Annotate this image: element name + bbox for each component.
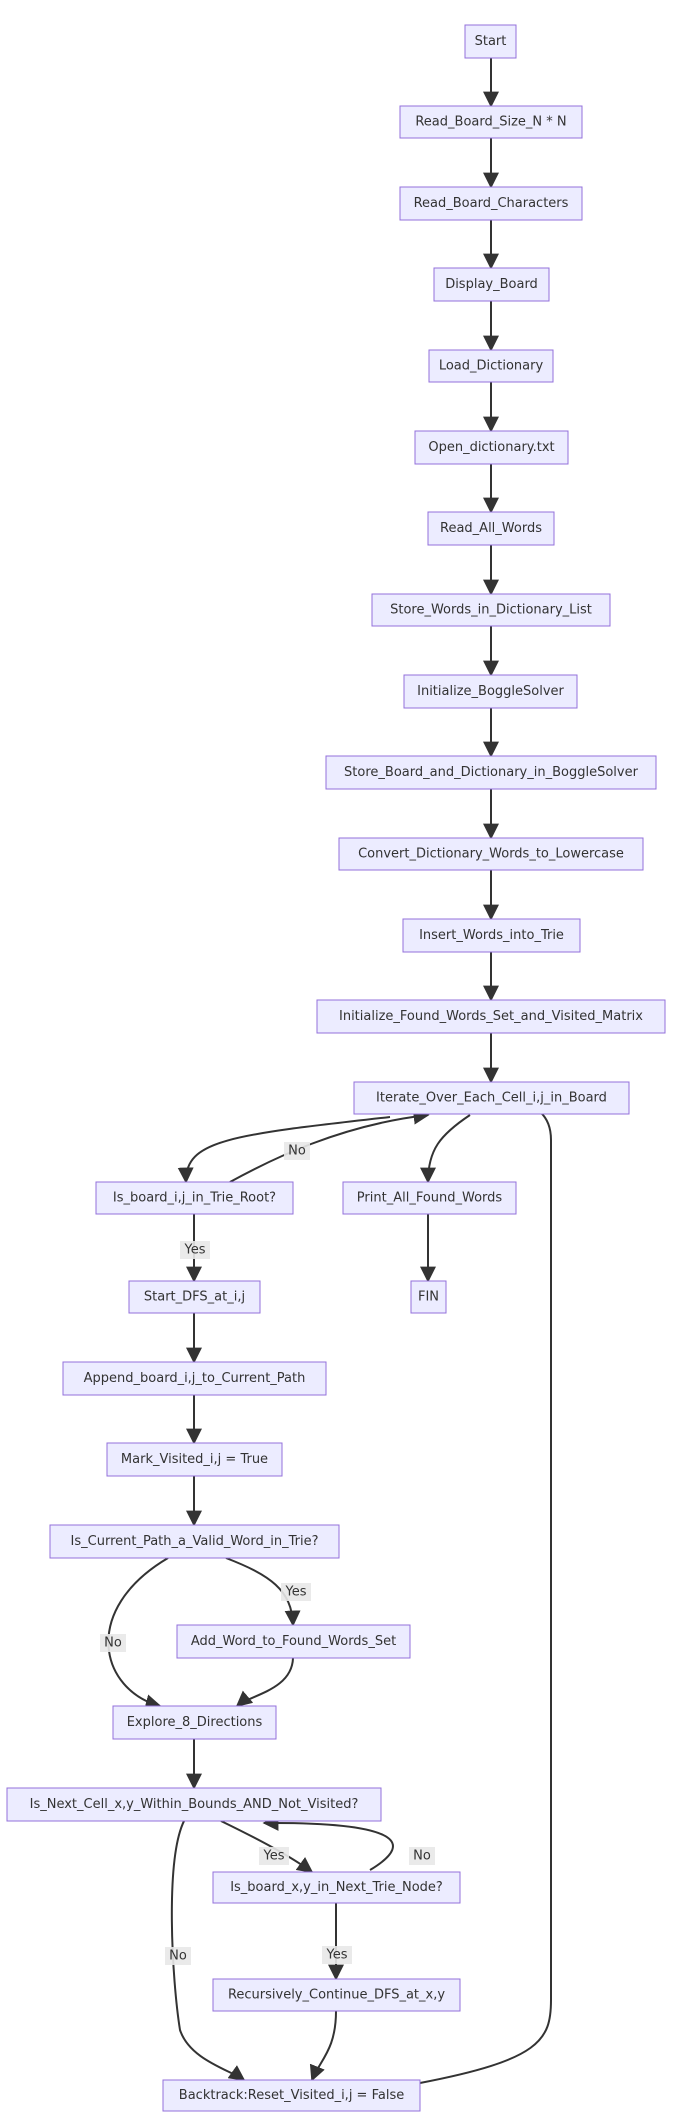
svg-text:Store_Words_in_Dictionary_List: Store_Words_in_Dictionary_List — [390, 603, 592, 618]
node-explore-dirs: Explore_8_Directions — [112, 1705, 277, 1740]
edge-next-trie-no-to-next-cell — [262, 1814, 394, 1871]
edge-valid-no-to-explore — [107, 1557, 169, 1711]
node-start-dfs: Start_DFS_at_i,j — [128, 1280, 261, 1314]
edge-recursive-to-backtrack — [309, 2010, 337, 2082]
svg-text:Convert_Dictionary_Words_to_Lo: Convert_Dictionary_Words_to_Lowercase — [358, 847, 624, 862]
node-is-valid-word: Is_Current_Path_a_Valid_Word_in_Trie? — [49, 1524, 340, 1559]
svg-text:Insert_Words_into_Trie: Insert_Words_into_Trie — [419, 928, 564, 943]
svg-text:Store_Board_and_Dictionary_in_: Store_Board_and_Dictionary_in_BoggleSolv… — [344, 765, 639, 780]
node-store-words: Store_Words_in_Dictionary_List — [371, 593, 611, 627]
node-start: Start — [464, 24, 517, 59]
node-print-found: Print_All_Found_Words — [342, 1181, 517, 1215]
node-read-board-size: Read_Board_Size_N * N — [399, 105, 583, 139]
edge-backtrack-to-iterate — [419, 1095, 552, 2084]
svg-text:FIN: FIN — [418, 1290, 439, 1305]
node-add-word: Add_Word_to_Found_Words_Set — [176, 1624, 411, 1659]
node-is-next-cell: Is_Next_Cell_x,y_Within_Bounds_AND_Not_V… — [6, 1787, 382, 1822]
svg-text:Yes: Yes — [326, 1948, 348, 1963]
svg-text:Backtrack:Reset_Visited_i,j =: Backtrack:Reset_Visited_i,j = False — [179, 2088, 404, 2103]
svg-text:Recursively_Continue_DFS_at_x,: Recursively_Continue_DFS_at_x,y — [228, 1988, 445, 2003]
node-display-board: Display_Board — [433, 267, 550, 302]
edge-label-next-trie-yes: Yes — [322, 1946, 352, 1964]
svg-text:No: No — [104, 1636, 122, 1651]
node-mark-visited: Mark_Visited_i,j = True — [106, 1442, 283, 1477]
node-store-board-dict: Store_Board_and_Dictionary_in_BoggleSolv… — [325, 755, 657, 790]
node-open-dictionary: Open_dictionary.txt — [414, 430, 569, 465]
svg-text:Is_Next_Cell_x,y_Within_Bounds: Is_Next_Cell_x,y_Within_Bounds_AND_Not_V… — [30, 1797, 359, 1812]
edge-label-root-yes: Yes — [180, 1241, 210, 1259]
node-read-board-characters: Read_Board_Characters — [399, 186, 583, 221]
edge-label-valid-no: No — [100, 1634, 126, 1652]
edge-label-next-cell-yes: Yes — [259, 1847, 289, 1865]
node-iterate-cells: Iterate_Over_Each_Cell_i,j_in_Board — [353, 1081, 630, 1115]
svg-text:Yes: Yes — [285, 1585, 307, 1600]
svg-text:Add_Word_to_Found_Words_Set: Add_Word_to_Found_Words_Set — [191, 1634, 396, 1649]
node-init-found: Initialize_Found_Words_Set_and_Visited_M… — [316, 999, 666, 1034]
node-insert-trie: Insert_Words_into_Trie — [402, 918, 581, 953]
node-recursive-dfs: Recursively_Continue_DFS_at_x,y — [212, 1978, 461, 2012]
node-read-all-words: Read_All_Words — [427, 511, 555, 546]
svg-text:Start_DFS_at_i,j: Start_DFS_at_i,j — [144, 1290, 245, 1305]
edge-add-to-explore — [235, 1657, 294, 1708]
edge-iterate-to-root-check — [177, 1116, 391, 1184]
svg-text:Load_Dictionary: Load_Dictionary — [439, 359, 544, 374]
svg-text:Print_All_Found_Words: Print_All_Found_Words — [357, 1191, 503, 1206]
svg-text:Read_All_Words: Read_All_Words — [440, 521, 542, 536]
edge-label-root-no: No — [284, 1142, 310, 1160]
svg-text:No: No — [288, 1144, 306, 1159]
node-is-in-trie-root: Is_board_i,j_in_Trie_Root? — [95, 1181, 294, 1215]
node-convert-lowercase: Convert_Dictionary_Words_to_Lowercase — [338, 837, 644, 871]
svg-text:Is_Current_Path_a_Valid_Word_i: Is_Current_Path_a_Valid_Word_in_Trie? — [71, 1534, 319, 1549]
svg-text:Display_Board: Display_Board — [445, 277, 538, 292]
svg-text:Yes: Yes — [184, 1243, 206, 1258]
svg-text:Initialize_Found_Words_Set_and: Initialize_Found_Words_Set_and_Visited_M… — [339, 1009, 643, 1024]
edge-valid-yes-to-add — [225, 1557, 301, 1627]
svg-text:Is_board_x,y_in_Next_Trie_Node: Is_board_x,y_in_Next_Trie_Node? — [230, 1880, 443, 1895]
svg-text:Initialize_BoggleSolver: Initialize_BoggleSolver — [417, 684, 564, 699]
svg-text:No: No — [413, 1849, 431, 1864]
edge-label-next-trie-no: No — [409, 1847, 435, 1865]
svg-text:Is_board_i,j_in_Trie_Root?: Is_board_i,j_in_Trie_Root? — [113, 1191, 276, 1206]
svg-text:Open_dictionary.txt: Open_dictionary.txt — [428, 440, 554, 455]
svg-text:Read_Board_Characters: Read_Board_Characters — [414, 196, 569, 211]
edge-root-no-to-iterate — [229, 1108, 430, 1183]
svg-text:Append_board_i,j_to_Current_Pa: Append_board_i,j_to_Current_Path — [84, 1371, 306, 1386]
node-load-dictionary: Load_Dictionary — [428, 349, 554, 383]
node-backtrack: Backtrack:Reset_Visited_i,j = False — [162, 2079, 421, 2112]
svg-text:Mark_Visited_i,j = True: Mark_Visited_i,j = True — [121, 1452, 268, 1467]
edge-next-cell-no-to-backtrack — [170, 1820, 246, 2081]
svg-text:Explore_8_Directions: Explore_8_Directions — [127, 1715, 263, 1730]
svg-text:No: No — [169, 1949, 187, 1964]
svg-text:Read_Board_Size_N * N: Read_Board_Size_N * N — [415, 115, 566, 130]
edge-label-valid-yes: Yes — [281, 1583, 311, 1601]
svg-text:Yes: Yes — [263, 1849, 285, 1864]
node-init-solver: Initialize_BoggleSolver — [403, 674, 578, 709]
svg-text:Iterate_Over_Each_Cell_i,j_in_: Iterate_Over_Each_Cell_i,j_in_Board — [376, 1091, 607, 1106]
edge-iterate-to-print — [420, 1114, 471, 1184]
node-fin: FIN — [410, 1280, 447, 1314]
node-append-path: Append_board_i,j_to_Current_Path — [62, 1361, 327, 1396]
node-is-next-trie: Is_board_x,y_in_Next_Trie_Node? — [212, 1871, 461, 1904]
svg-text:Start: Start — [475, 34, 507, 49]
edge-label-next-cell-no: No — [165, 1947, 191, 1965]
